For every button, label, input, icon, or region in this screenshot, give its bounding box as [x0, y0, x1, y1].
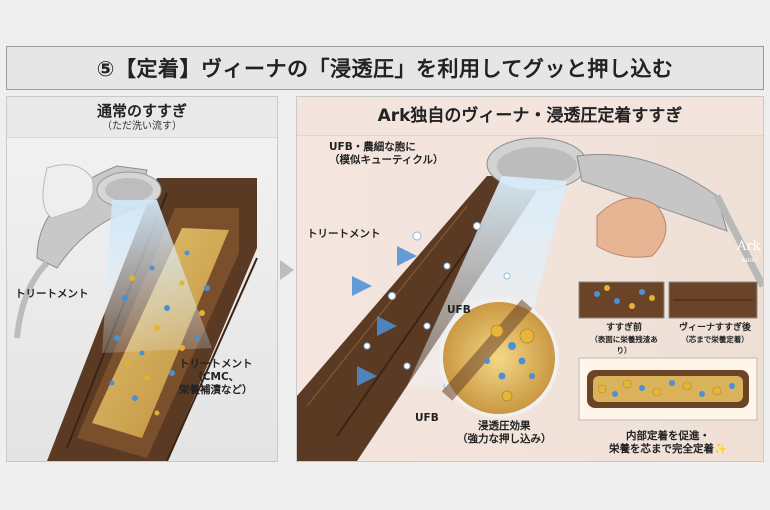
- ark-rinse-header: Ark独自のヴィーナ・浸透圧定着すすぎ: [297, 97, 763, 136]
- arrow-right-icon: [280, 260, 294, 280]
- osmotic-effect-line2: （強力な押し込み）: [457, 433, 552, 445]
- after-rinse-line2: （芯まで栄養定着）: [681, 335, 749, 344]
- before-rinse-label: すすぎ前 （表面に栄養残渣あり）: [585, 323, 663, 356]
- right-treatment-label: トリートメント: [307, 228, 381, 240]
- ark-rinse-panel: Ark独自のヴィーナ・浸透圧定着すすぎ: [296, 96, 764, 462]
- ark-logo-sub: salon: [741, 257, 757, 264]
- bottom-ufb-label: UFB: [415, 412, 439, 424]
- title-bar: ⑤【定着】ヴィーナの「浸透圧」を利用してグッと押し込む: [6, 46, 764, 90]
- ufb-callout: UFB・農細な胞に （模似キューティクル）: [329, 141, 444, 167]
- before-rinse-line1: すすぎ前: [605, 323, 642, 333]
- after-rinse-label: ヴィーナすすぎ後 （芯まで栄養定着）: [673, 323, 757, 345]
- osmotic-effect-line1: 浸透圧効果: [478, 420, 531, 432]
- ark-logo: Ark: [736, 239, 761, 254]
- treatment-detail-line1: トリートメント: [179, 358, 253, 370]
- internal-fixation-line1: 内部定着を促進・: [626, 430, 711, 442]
- osmotic-rinse-illustration: Ark salon: [297, 136, 763, 461]
- treatment-detail-line3: 栄養補漬など）: [179, 384, 253, 396]
- normal-rinse-illustration: トリートメント トリートメント （CMC、 栄養補漬など）: [7, 138, 277, 461]
- ark-rinse-illustration: Ark salon UFB・農細な胞に （模似キューティクル） トリートメント …: [297, 136, 763, 461]
- treatment-label: トリートメント: [15, 288, 89, 300]
- before-rinse-line2: （表面に栄養残渣あり）: [590, 335, 658, 355]
- ufb-callout-line1: UFB・農細な胞に: [329, 141, 416, 153]
- page-title: ⑤【定着】ヴィーナの「浸透圧」を利用してグッと押し込む: [96, 57, 674, 81]
- normal-rinse-header: 通常のすすぎ （ただ洗い流す）: [7, 97, 277, 138]
- normal-rinse-subheading: （ただ洗い流す）: [102, 120, 182, 132]
- normal-rinse-heading: 通常のすすぎ: [96, 101, 187, 120]
- after-rinse-line1: ヴィーナすすぎ後: [678, 323, 751, 333]
- treatment-detail-label: トリートメント （CMC、 栄養補漬など）: [179, 358, 253, 397]
- normal-rinse-panel: 通常のすすぎ （ただ洗い流す）: [6, 96, 278, 462]
- internal-fixation-label: 内部定着を促進・ 栄養を芯まで完全定着✨: [609, 430, 727, 456]
- internal-fixation-line2: 栄養を芯まで完全定着✨: [609, 443, 728, 455]
- treatment-detail-line2: （CMC、: [192, 371, 240, 383]
- ark-rinse-heading: Ark独自のヴィーナ・浸透圧定着すすぎ: [377, 106, 683, 126]
- hair-shaft-illustration: [7, 138, 277, 461]
- osmotic-effect-label: 浸透圧効果 （強力な押し込み）: [457, 420, 552, 446]
- zoom-ufb-label: UFB: [447, 304, 471, 316]
- ufb-callout-line2: （模似キューティクル）: [329, 154, 444, 166]
